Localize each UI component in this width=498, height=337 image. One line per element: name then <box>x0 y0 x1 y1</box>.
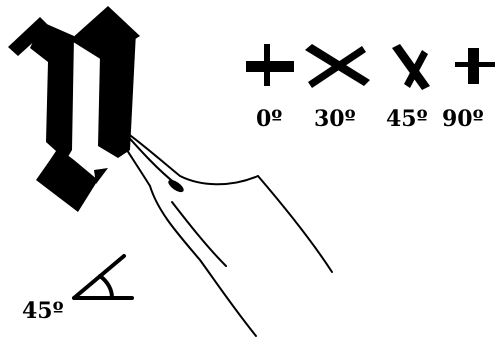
nib-upper-edge <box>120 128 258 184</box>
stroke-example-0 <box>246 44 294 86</box>
n-hairline <box>94 168 108 184</box>
pen-angle-indicator: 45º <box>22 256 132 324</box>
stroke-label-45: 45º <box>386 106 428 132</box>
n-left-stem <box>30 22 74 160</box>
stroke-label-0: 0º <box>256 106 282 132</box>
angle-glyph <box>74 256 132 298</box>
stroke-examples <box>246 44 495 90</box>
finger-outline <box>150 186 256 336</box>
stroke-example-45 <box>392 44 430 90</box>
pen-angle-label: 45º <box>22 298 64 324</box>
blackletter-n-glyph <box>8 6 140 212</box>
finger-crease <box>172 202 226 266</box>
stroke-labels: 0º 30º 45º 90º <box>256 106 484 132</box>
stroke-example-30 <box>305 44 370 88</box>
pen-hand-illustration <box>118 128 332 336</box>
n-foot <box>36 148 98 212</box>
stroke-label-90: 90º <box>442 106 484 132</box>
ink-drop <box>166 178 185 195</box>
hand-upper-outline <box>258 176 332 272</box>
stroke-example-90 <box>455 48 495 84</box>
stroke-label-30: 30º <box>314 106 356 132</box>
